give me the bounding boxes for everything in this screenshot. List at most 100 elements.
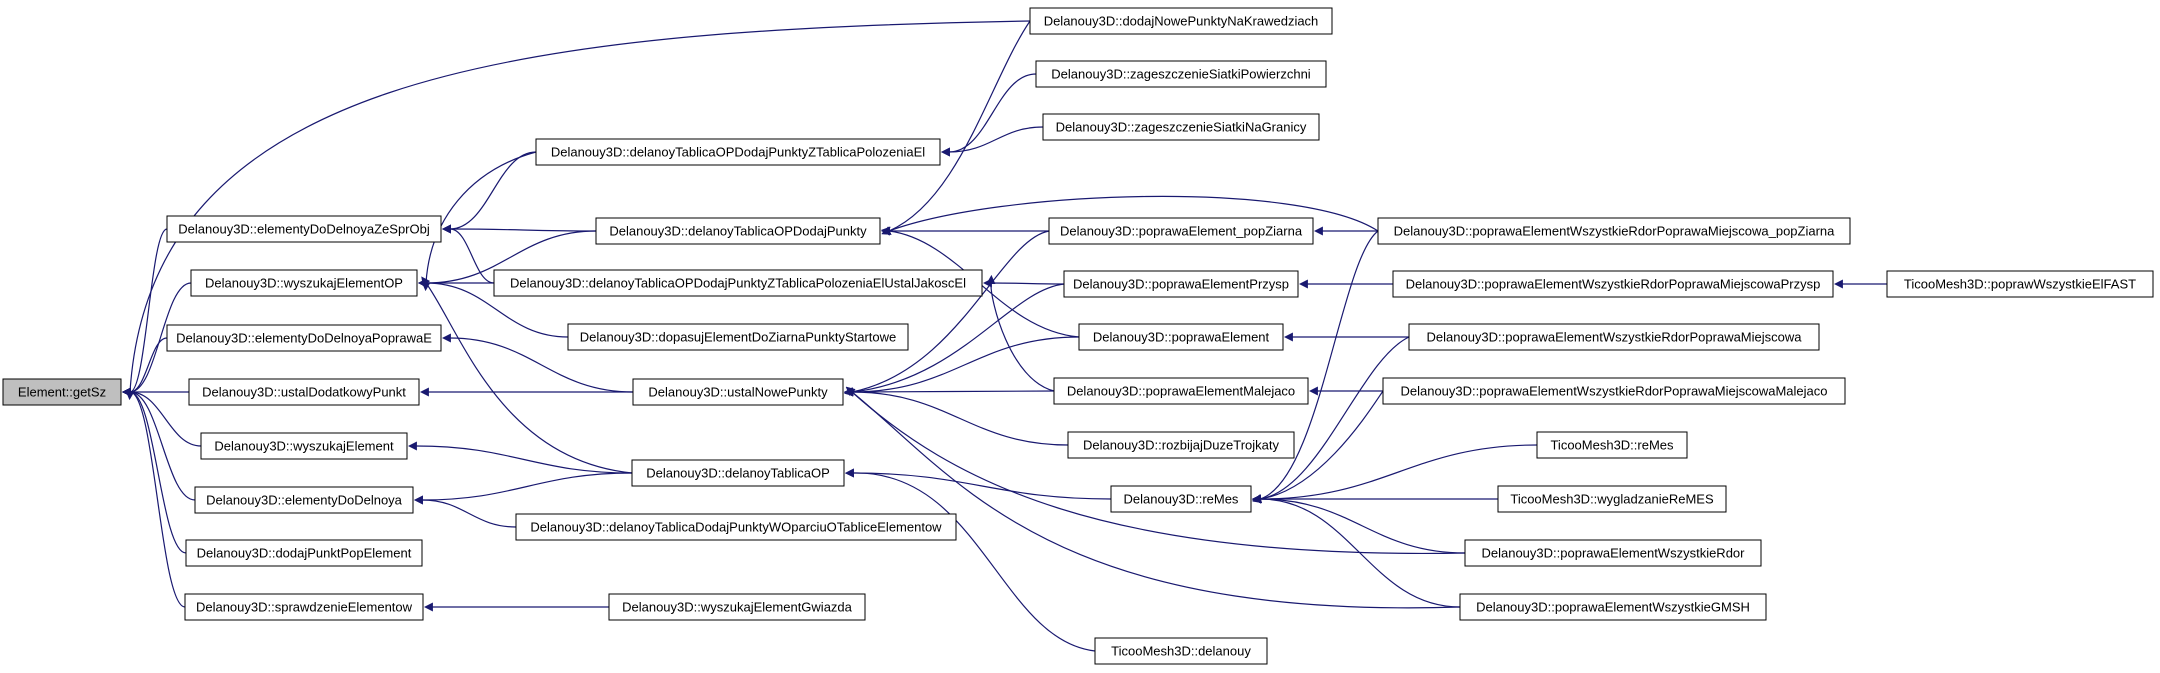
edge-tDel-to-dtOP [844,468,1096,652]
edge-sprawdz-to-getSz [121,387,186,608]
node-box [166,324,442,352]
graph-node-dtOP[interactable]: Delanouy3D::delanoyTablicaOP [631,459,845,487]
node-label: Delanouy3D::poprawaElementWszystkieRdorP… [1406,277,1821,292]
node-box [184,593,424,621]
graph-node-zagPow[interactable]: Delanouy3D::zageszczenieSiatkiPowierzchn… [1035,60,1327,88]
graph-node-rozbij[interactable]: Delanouy3D::rozbijajDuzeTrojkaty [1067,431,1295,459]
edge-dodKraw-to-getSz [125,20,1031,401]
edge-dtOP-to-wyszOP [421,276,633,474]
node-label: Delanouy3D::delanoyTablicaOP [646,466,830,481]
graph-node-getSz[interactable]: Element::getSz [2,378,122,406]
graph-node-dtWOp[interactable]: Delanouy3D::delanoyTablicaDodajPunktyWOp… [515,513,957,541]
graph-node-ustNowe[interactable]: Delanouy3D::ustalNowePunkty [632,378,844,406]
graph-node-elemDo[interactable]: Delanouy3D::elementyDoDelnoya [194,486,414,514]
graph-node-dopasuj[interactable]: Delanouy3D::dopasujElementDoZiarnaPunkty… [567,323,909,351]
graph-node-dodPPE[interactable]: Delanouy3D::dodajPunktPopElement [185,539,423,567]
graph-node-ustDod[interactable]: Delanouy3D::ustalDodatkowyPunkt [188,378,420,406]
node-box [188,378,420,406]
node-box [1078,323,1284,351]
graph-node-reMesD[interactable]: Delanouy3D::reMes [1110,485,1252,513]
nodes-layer: Element::getSzDelanouy3D::elementyDoDeln… [2,7,2154,665]
node-box [194,486,414,514]
node-label: Delanouy3D::delanoyTablicaDodajPunktyWOp… [530,520,942,535]
edge-pwRdor-to-reMesD [1251,494,1466,554]
node-label: TicooMesh3D::poprawWszystkieElFAST [1904,277,2136,292]
node-box [185,539,423,567]
graph-node-tFast[interactable]: TicooMesh3D::poprawWszystkieElFAST [1886,270,2154,298]
node-box [1408,323,1820,351]
edge-reMesD-to-dtOP [844,468,1112,500]
graph-node-pwRdor[interactable]: Delanouy3D::poprawaElementWszystkieRdor [1464,539,1762,567]
node-box [1035,60,1327,88]
node-label: Delanouy3D::wyszukajElementOP [205,276,403,291]
edge-wyszEl-to-getSz [121,387,202,447]
graph-node-pwMiejsc[interactable]: Delanouy3D::poprawaElementWszystkieRdorP… [1408,323,1820,351]
edge-pwZiarna-to-reMesD [1252,230,1379,504]
graph-node-pwMal[interactable]: Delanouy3D::poprawaElementWszystkieRdorP… [1382,377,1846,405]
node-label: TicooMesh3D::delanouy [1111,644,1251,659]
node-label: Delanouy3D::delanoyTablicaOPDodajPunkty [609,224,867,239]
node-box [2,378,122,406]
graph-node-ppZiarna[interactable]: Delanouy3D::poprawaElement_popZiarna [1048,217,1314,245]
graph-node-pwZiarna[interactable]: Delanouy3D::poprawaElementWszystkieRdorP… [1377,217,1851,245]
edges-layer [121,20,1887,652]
graph-node-tReMes[interactable]: TicooMesh3D::reMes [1536,431,1688,459]
edge-ppZiarna-to-ustNowe [844,230,1050,397]
edge-wyszOP-to-getSz [121,282,192,397]
edge-tReMes-to-reMesD [1251,444,1538,504]
node-box [166,215,442,243]
graph-node-pwGMSH[interactable]: Delanouy3D::poprawaElementWszystkieGMSH [1459,593,1767,621]
node-label: Delanouy3D::poprawaElementWszystkieRdorP… [1427,330,1803,345]
node-label: Delanouy3D::poprawaElement [1093,330,1270,345]
graph-node-ppPrzysp[interactable]: Delanouy3D::poprawaElementPrzysp [1063,270,1299,298]
edge-zagGr-to-dtZTPE [940,126,1044,157]
graph-node-wyszGw[interactable]: Delanouy3D::wyszukajElementGwiazda [608,593,866,621]
node-label: Delanouy3D::poprawaElement_popZiarna [1060,224,1303,239]
node-label: Delanouy3D::poprawaElementWszystkieRdor [1481,546,1745,561]
node-box [1392,270,1834,298]
node-label: Delanouy3D::wyszukajElement [214,439,394,454]
graph-node-wyszOP[interactable]: Delanouy3D::wyszukajElementOP [190,269,418,297]
graph-node-dodKraw[interactable]: Delanouy3D::dodajNowePunktyNaKrawedziach [1029,7,1333,35]
node-label: TicooMesh3D::reMes [1550,438,1674,453]
node-box [535,138,941,166]
node-label: Delanouy3D::poprawaElementPrzysp [1073,277,1289,292]
node-box [1110,485,1252,513]
graph-node-zagGr[interactable]: Delanouy3D::zageszczenieSiatkiNaGranicy [1042,113,1320,141]
graph-node-wyszEl[interactable]: Delanouy3D::wyszukajElement [200,432,408,460]
graph-node-sprawdz[interactable]: Delanouy3D::sprawdzenieElementow [184,593,424,621]
node-box [493,269,983,297]
node-box [632,378,844,406]
node-label: TicooMesh3D::wygladzanieReMES [1510,492,1714,507]
edge-elemPop-to-getSz [121,337,168,397]
graph-node-elemPop[interactable]: Delanouy3D::elementyDoDelnoyaPoprawaE [166,324,442,352]
edge-dtUstJ-to-elemSpr [441,224,495,284]
edge-dtDodP-to-elemSpr [441,224,597,234]
node-label: Delanouy3D::sprawdzenieElementow [196,600,413,615]
edge-dodPPE-to-getSz [121,387,187,554]
node-box [1063,270,1299,298]
edge-ppPrzysp-to-dtUstJ [982,278,1065,288]
node-box [1094,637,1268,665]
node-label: Delanouy3D::wyszukajElementGwiazda [622,600,853,615]
node-box [200,432,408,460]
node-label: Delanouy3D::dopasujElementDoZiarnaPunkty… [580,330,897,345]
graph-node-tDel[interactable]: TicooMesh3D::delanouy [1094,637,1268,665]
edge-elemSpr-to-getSz [121,228,168,397]
graph-node-tWygl[interactable]: TicooMesh3D::wygladzanieReMES [1497,485,1727,513]
graph-node-dtUstJ[interactable]: Delanouy3D::delanoyTablicaOPDodajPunktyZ… [493,269,983,297]
edge-pwMiejsc-to-reMesD [1251,336,1410,504]
node-label: Delanouy3D::delanoyTablicaOPDodajPunktyZ… [551,145,925,160]
graph-node-elemSpr[interactable]: Delanouy3D::elementyDoDelnoyaZeSprObj [166,215,442,243]
graph-node-pwPrzysp[interactable]: Delanouy3D::poprawaElementWszystkieRdorP… [1392,270,1834,298]
graph-node-ppMal[interactable]: Delanouy3D::poprawaElementMalejaco [1053,377,1309,405]
node-label: Delanouy3D::zageszczenieSiatkiNaGranicy [1056,120,1307,135]
node-box [1048,217,1314,245]
edge-dopasuj-to-wyszOP [417,278,569,338]
node-label: Delanouy3D::ustalNowePunkty [648,385,828,400]
node-label: Element::getSz [18,385,106,400]
graph-node-dtZTPE[interactable]: Delanouy3D::delanoyTablicaOPDodajPunktyZ… [535,138,941,166]
graph-node-ppEl[interactable]: Delanouy3D::poprawaElement [1078,323,1284,351]
graph-node-dtDodP[interactable]: Delanouy3D::delanoyTablicaOPDodajPunkty [595,217,881,245]
